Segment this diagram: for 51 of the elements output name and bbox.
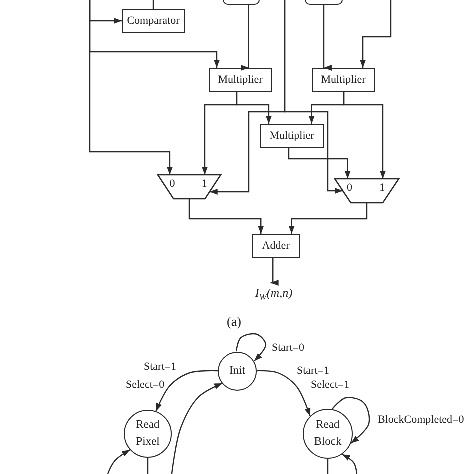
arrow (188, 199, 264, 234)
rounded-box (305, 0, 343, 5)
arrow (171, 382, 223, 474)
rounded-box (223, 0, 260, 5)
multiplexer-shape (335, 179, 399, 203)
arrow (288, 148, 351, 179)
connector-line (147, 458, 149, 474)
arrow (323, 5, 332, 71)
block-box (260, 124, 324, 148)
block-label: Adder (262, 240, 290, 252)
state-label: Init (230, 364, 246, 378)
transition-label: Start=1 Select=0 (126, 360, 178, 393)
connector-line (327, 459, 329, 474)
state-circle (124, 410, 172, 458)
arrow (343, 92, 386, 179)
state-circle (303, 409, 353, 459)
state-label: Read Block (313, 418, 343, 450)
loop-arrow (236, 333, 267, 362)
mux-input-label: 1 (200, 178, 208, 190)
block-label: Multiplier (321, 74, 366, 86)
output-signal-label: I$_{W}$(m,n) (254, 283, 294, 303)
arrow (284, 0, 343, 194)
transition-label: Start=1 Select=1 (297, 364, 351, 392)
block-label: Multiplier (218, 74, 263, 86)
multiplexer-shape (158, 175, 221, 199)
block-label: Comparator (127, 15, 180, 27)
state-circle (218, 352, 257, 390)
block-box (209, 68, 272, 92)
arrow (288, 203, 368, 234)
state-label: Read Pixel (135, 418, 161, 450)
arrow (256, 370, 311, 417)
subfigure-label: (a) (227, 314, 242, 330)
block-box (312, 68, 375, 92)
transition-label: BlockCompleted=0 (378, 414, 464, 426)
block-label: Multiplier (270, 130, 314, 142)
mux-input-label: 0 (346, 182, 354, 194)
block-box (122, 9, 185, 33)
mux-input-label: 0 (168, 178, 176, 190)
loop-arrow (332, 397, 370, 444)
arrow (241, 5, 250, 71)
arrow (107, 450, 130, 474)
arrow (156, 370, 218, 412)
arrow (236, 92, 272, 124)
connector-line (152, 0, 154, 9)
arrow (360, 0, 392, 68)
arrow (270, 258, 279, 286)
arrow (342, 454, 358, 474)
arrow (89, 0, 173, 175)
mux-input-label: 1 (378, 182, 386, 194)
transition-label: Start=0 (272, 342, 304, 354)
block-box (252, 234, 300, 258)
